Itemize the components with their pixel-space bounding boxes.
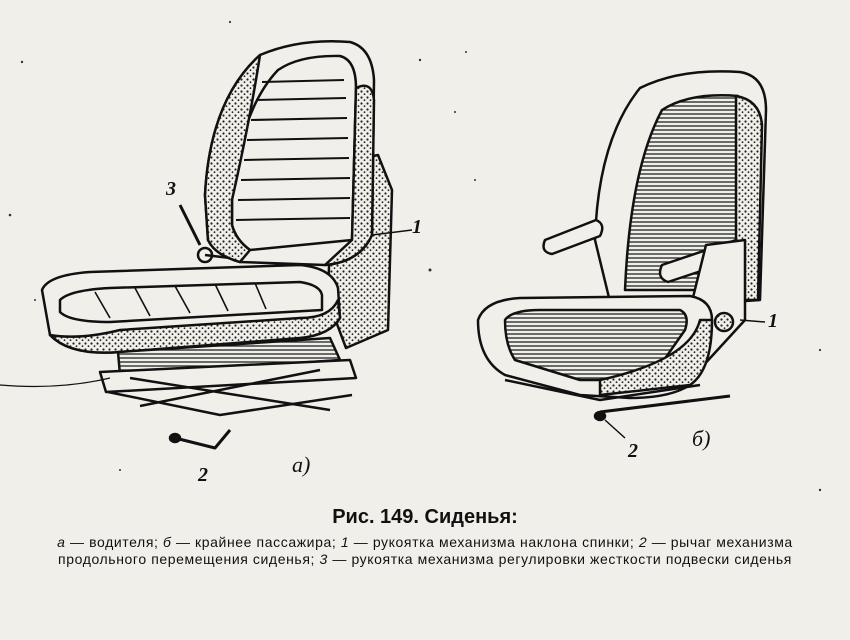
legend-text-3: — рукоятка механизма регулировки жесткос… xyxy=(327,551,792,567)
callout-1-seat-a: 1 xyxy=(412,216,422,238)
callout-2-seat-a: 2 xyxy=(198,464,208,486)
callout-1-seat-b: 1 xyxy=(768,310,778,332)
legend-text-1: — рукоятка механизма наклона спинки; xyxy=(349,534,639,550)
print-speckles xyxy=(8,20,822,492)
driver-seat-drawing xyxy=(0,39,413,450)
callout-3-seat-a: 3 xyxy=(166,178,176,200)
callout-2-seat-b: 2 xyxy=(628,440,638,462)
panel-label-a: а) xyxy=(292,452,311,477)
panel-label-b: б) xyxy=(692,426,711,451)
figure-caption-title: Рис. 149. Сиденья: xyxy=(332,506,518,528)
legend-key-a: а xyxy=(57,534,66,550)
legend-text-2: — рычаг механизма продольного перемещени… xyxy=(58,534,793,567)
legend-text-b: — крайнее пассажира; xyxy=(171,534,341,550)
figure-caption-legend: а — водителя; б — крайнее пассажира; 1 —… xyxy=(20,534,830,568)
legend-key-2: 2 xyxy=(638,534,648,550)
legend-key-3: 3 xyxy=(319,551,328,567)
legend-text-a: — водителя; xyxy=(65,534,163,550)
legend-key-1: 1 xyxy=(340,534,350,550)
passenger-seat-drawing xyxy=(476,70,768,439)
legend-key-b: б xyxy=(162,534,172,550)
figure-illustration xyxy=(0,20,822,492)
